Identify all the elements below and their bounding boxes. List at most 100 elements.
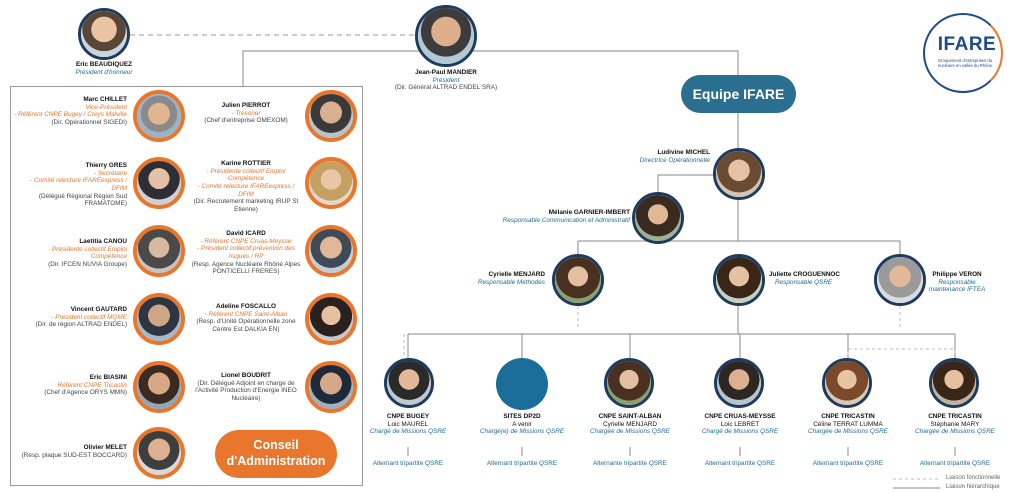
member-photo — [632, 192, 684, 244]
board-member-card: Olivier MELET (Resp. plaque SUD-EST BOCC… — [14, 444, 127, 459]
board-member-card: Karine ROTTIER - Présidente collectif Em… — [190, 160, 302, 214]
conseil-administration-badge: Conseil d'Administration — [215, 430, 337, 478]
team-member-card: Cyrielle MENJARD Responsable Méthodes — [455, 271, 545, 286]
member-photo — [713, 148, 765, 200]
team-member-card: Ludivine MICHEL Directrice Opérationnell… — [610, 149, 710, 164]
site-person: Stéphanie MARY — [930, 420, 980, 428]
member-role: - Comité relecture IFAREexpress / DFIM — [30, 177, 127, 193]
site-alternant: Alternant tripartite QSRE — [812, 460, 884, 467]
site-role: Chargé de Missions QSRE — [369, 428, 447, 436]
ifare-logo: IFARE — [937, 34, 997, 55]
conseil-label-line1: Conseil — [253, 438, 299, 453]
member-name: Karine ROTTIER — [221, 160, 271, 167]
member-photo — [305, 157, 357, 209]
member-detail: (Resp. Agence Nucléaire Rhône Alpes PONT… — [191, 260, 301, 276]
member-name: Adeline FOSCALLO — [215, 303, 276, 310]
site-card: CNPE TRICASTIN Stéphanie MARY Chargée de… — [907, 413, 1003, 436]
member-photo — [713, 254, 765, 306]
member-name: Cyrielle MENJARD — [488, 271, 545, 278]
equipe-ifare-badge: Equipe IFARE — [681, 75, 796, 113]
president-name: Jean-Paul MANDIER — [415, 69, 477, 76]
site-role: Chargée de Missions QSRE — [808, 428, 888, 436]
site-name: CNPE TRICASTIN — [821, 413, 875, 420]
site-photo — [929, 358, 979, 408]
site-person: Loic LEBRET — [720, 420, 760, 428]
site-photo — [384, 358, 434, 408]
president-detail: (Dir. Général ALTRAD ENDEL SRA) — [394, 84, 498, 91]
member-detail: (Dir. de région ALTRAD ENDEL) — [35, 321, 127, 329]
member-detail: (Resp. plaque SUD-EST BOCCARD) — [21, 451, 127, 459]
site-card: CNPE SAINT-ALBAN Cyrielle MENJARD Chargé… — [582, 413, 678, 436]
team-member-card: Philippe VERON Responsable maintenance I… — [926, 271, 988, 294]
site-photo — [714, 358, 764, 408]
member-role: Responsable Méthodes — [477, 278, 545, 286]
member-name: Laetitia CANOU — [79, 238, 127, 245]
site-person: Céline TERRAT LUMMA — [813, 420, 883, 428]
member-detail: (Resp. d'Unité Opérationnelle zone Centr… — [196, 318, 296, 334]
member-role: Vice-Président — [85, 103, 127, 111]
site-role: Chargé(e) de Missions QSRE — [479, 428, 565, 436]
site-alternant: Alternante tripartite QSRE — [593, 460, 667, 467]
member-role: - Présidente collectif Emploi Compétence — [206, 167, 286, 183]
member-name: Vincent GAUTARD — [70, 306, 127, 313]
honorary-president-name: Eric BEAUDIQUEZ — [75, 61, 133, 68]
site-alternant: Alternant tripartite QSRE — [486, 460, 558, 467]
board-member-card: Eric BIASINI Référent CNPE Tricastin (Ch… — [14, 374, 127, 397]
site-name: CNPE TRICASTIN — [928, 413, 982, 420]
board-member-card: David ICARD - Référent CNPE Cruas-Meysse… — [190, 230, 302, 276]
member-role: - Référent CNPE Bugey / Creys Malville — [14, 111, 127, 119]
board-member-card: Vincent GAUTARD - Président collectif MQ… — [14, 306, 127, 329]
member-photo — [133, 90, 185, 142]
ifare-logo-subtitle: Groupement d'entreprises du nucléaire en… — [937, 58, 993, 69]
member-role: Responsable maintenance IFTEA — [928, 278, 986, 294]
site-card: CNPE CRUAS-MEYSSE Loic LEBRET Chargé de … — [692, 413, 788, 436]
member-photo — [133, 361, 185, 413]
site-card: CNPE BUGEY Loic MAUREL Chargé de Mission… — [363, 413, 453, 436]
site-role: Chargée de Missions QSRE — [590, 428, 670, 436]
board-member-card: Julien PIERROT - Trésorier (Chef d'entre… — [190, 102, 302, 125]
member-detail: (Dir. IFCEN NUVIA Groupe) — [48, 261, 127, 269]
member-name: Eric BIASINI — [89, 374, 127, 381]
member-role: - Comité relecture IFAREexpress / DFIM — [197, 183, 295, 198]
member-name: Mélanie GARNIER-IMBERT — [548, 209, 630, 216]
member-role: - Référent CNPE Saint-Alban — [204, 310, 288, 318]
member-name: Ludivine MICHEL — [657, 149, 710, 156]
board-member-card: Adeline FOSCALLO - Référent CNPE Saint-A… — [190, 303, 302, 334]
board-member-card: Laetitia CANOU - Présidente collectif Em… — [14, 238, 127, 269]
site-alternant: Alternant tripartite QSRE — [704, 460, 776, 467]
site-name: SITES DP2D — [503, 413, 541, 420]
member-name: Julien PIERROT — [221, 102, 271, 109]
member-name: Olivier MELET — [83, 444, 127, 451]
member-detail: (Dir. Opérationnel SIGEDI) — [51, 119, 127, 127]
member-role: Responsable Communication et Administrat… — [502, 216, 630, 224]
member-photo — [305, 225, 357, 277]
site-card: SITES DP2D A venir Chargé(e) de Missions… — [474, 413, 570, 436]
member-name: Lionel BOUDRIT — [221, 372, 271, 379]
member-name: David ICARD — [226, 230, 266, 237]
site-person: A venir — [512, 420, 532, 428]
member-name: Philippe VERON — [932, 271, 982, 278]
site-person: Cyrielle MENJARD — [603, 420, 657, 428]
member-photo — [874, 254, 926, 306]
site-role: Chargée de Missions QSRE — [915, 428, 995, 436]
member-photo — [133, 427, 185, 479]
ifare-logo-ring — [923, 13, 1003, 93]
team-member-card: Mélanie GARNIER-IMBERT Responsable Commu… — [478, 209, 630, 224]
member-role: - Président collectif MQME — [51, 313, 127, 321]
legend-functional: Liaison fonctionnelle — [946, 475, 1001, 481]
member-name: Marc CHILLET — [83, 96, 127, 103]
member-detail: (Délégué Régional Région Sud FRAMATOME) — [38, 192, 127, 208]
site-photo — [604, 358, 654, 408]
site-name: CNPE CRUAS-MEYSSE — [704, 413, 776, 420]
site-name: CNPE BUGEY — [386, 413, 430, 420]
member-photo — [305, 293, 357, 345]
board-member-card: Marc CHILLET Vice-Président - Référent C… — [14, 96, 127, 127]
member-detail: (Dir. Délégué Adjoint en charge de l'Act… — [195, 379, 297, 403]
member-detail: (Chef d'Agence ORYS MMN) — [44, 389, 127, 397]
president-role: Président — [432, 77, 460, 84]
member-name: Thierry GRES — [85, 162, 127, 169]
conseil-label-line2: d'Administration — [226, 454, 326, 468]
member-detail: (Chef d'entreprise OMEXOM) — [204, 117, 288, 125]
site-photo-placeholder — [496, 358, 548, 410]
